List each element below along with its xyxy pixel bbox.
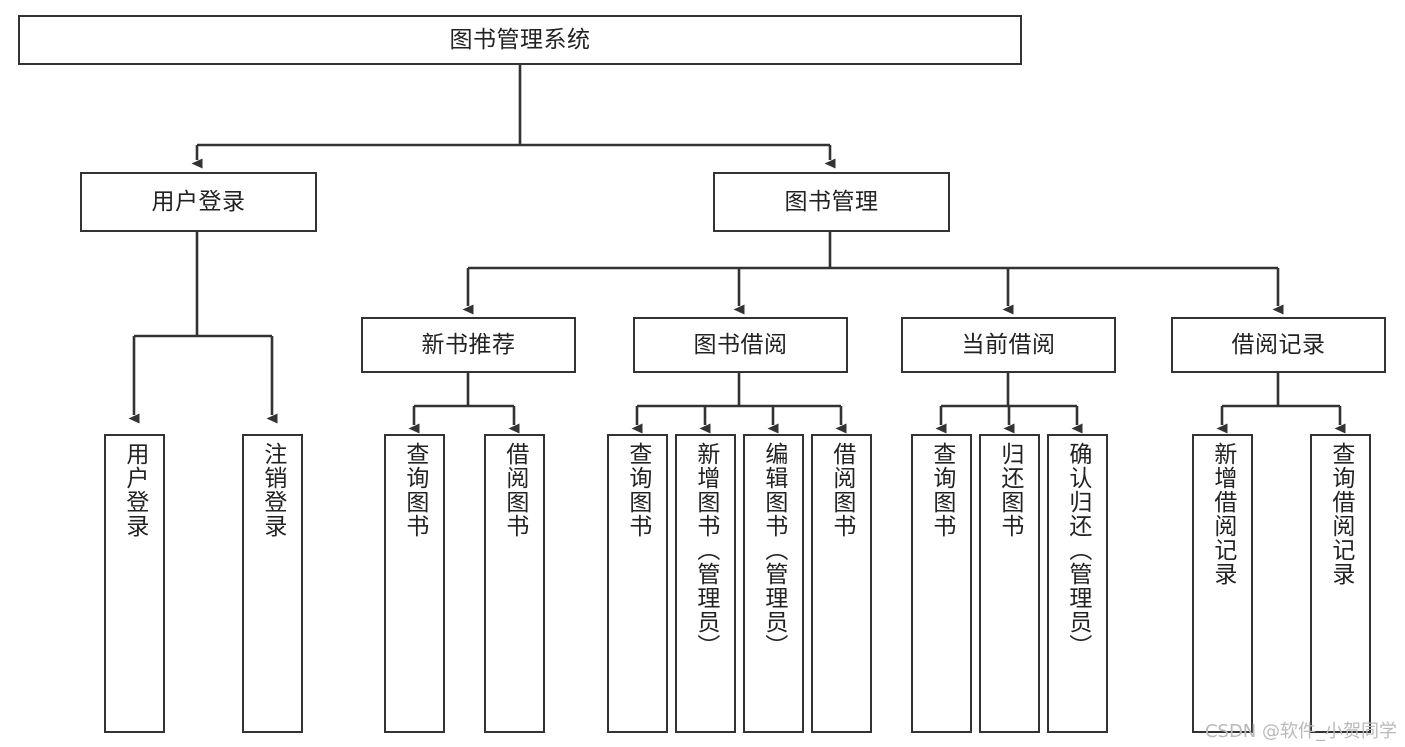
node-leaf-query-record[interactable]: 查询借阅记录 bbox=[1310, 434, 1371, 733]
node-new-book-recommend-label: 新书推荐 bbox=[421, 331, 516, 358]
node-current-borrow[interactable]: 当前借阅 bbox=[901, 317, 1116, 373]
node-user-login-label: 用户登录 bbox=[151, 188, 246, 215]
node-leaf-query-book-3-label: 查询图书 bbox=[928, 442, 955, 538]
node-leaf-borrow-book-1-label: 借阅图书 bbox=[501, 442, 528, 538]
node-leaf-add-record-label: 新增借阅记录 bbox=[1209, 442, 1236, 586]
node-leaf-user-login[interactable]: 用户登录 bbox=[104, 434, 165, 733]
node-leaf-borrow-book-2[interactable]: 借阅图书 bbox=[811, 434, 872, 733]
node-leaf-query-book-1-label: 查询图书 bbox=[401, 442, 428, 538]
node-leaf-query-record-label: 查询借阅记录 bbox=[1327, 442, 1354, 586]
node-leaf-logout-login-label: 注销登录 bbox=[259, 442, 286, 538]
node-user-login[interactable]: 用户登录 bbox=[80, 172, 317, 232]
node-leaf-add-book-label: 新增图书（管理员） bbox=[692, 442, 719, 658]
node-leaf-borrow-book-1[interactable]: 借阅图书 bbox=[484, 434, 545, 733]
node-leaf-return-book[interactable]: 归还图书 bbox=[979, 434, 1040, 733]
node-book-borrow[interactable]: 图书借阅 bbox=[633, 317, 848, 373]
node-leaf-query-book-2-label: 查询图书 bbox=[624, 442, 651, 538]
node-root[interactable]: 图书管理系统 bbox=[18, 15, 1022, 65]
node-leaf-query-book-1[interactable]: 查询图书 bbox=[384, 434, 445, 733]
node-leaf-logout-login[interactable]: 注销登录 bbox=[242, 434, 303, 733]
node-new-book-recommend[interactable]: 新书推荐 bbox=[361, 317, 576, 373]
csdn-watermark: CSDN @软件_小贺同学 bbox=[1204, 721, 1397, 742]
node-book-management-label: 图书管理 bbox=[784, 188, 879, 215]
node-leaf-edit-book-label: 编辑图书（管理员） bbox=[760, 442, 787, 658]
node-leaf-query-book-3[interactable]: 查询图书 bbox=[911, 434, 972, 733]
node-root-label: 图书管理系统 bbox=[449, 26, 591, 53]
node-leaf-confirm-return-label: 确认归还（管理员） bbox=[1064, 442, 1091, 658]
node-leaf-borrow-book-2-label: 借阅图书 bbox=[828, 442, 855, 538]
node-leaf-user-login-label: 用户登录 bbox=[121, 442, 148, 538]
node-borrow-record[interactable]: 借阅记录 bbox=[1171, 317, 1386, 373]
node-leaf-edit-book[interactable]: 编辑图书（管理员） bbox=[743, 434, 804, 733]
node-leaf-query-book-2[interactable]: 查询图书 bbox=[607, 434, 668, 733]
node-current-borrow-label: 当前借阅 bbox=[961, 331, 1056, 358]
node-book-borrow-label: 图书借阅 bbox=[693, 331, 788, 358]
node-borrow-record-label: 借阅记录 bbox=[1231, 331, 1326, 358]
node-leaf-return-book-label: 归还图书 bbox=[996, 442, 1023, 538]
node-leaf-add-record[interactable]: 新增借阅记录 bbox=[1192, 434, 1253, 733]
node-book-management[interactable]: 图书管理 bbox=[713, 172, 950, 232]
node-leaf-confirm-return[interactable]: 确认归还（管理员） bbox=[1047, 434, 1108, 733]
node-leaf-add-book[interactable]: 新增图书（管理员） bbox=[675, 434, 736, 733]
